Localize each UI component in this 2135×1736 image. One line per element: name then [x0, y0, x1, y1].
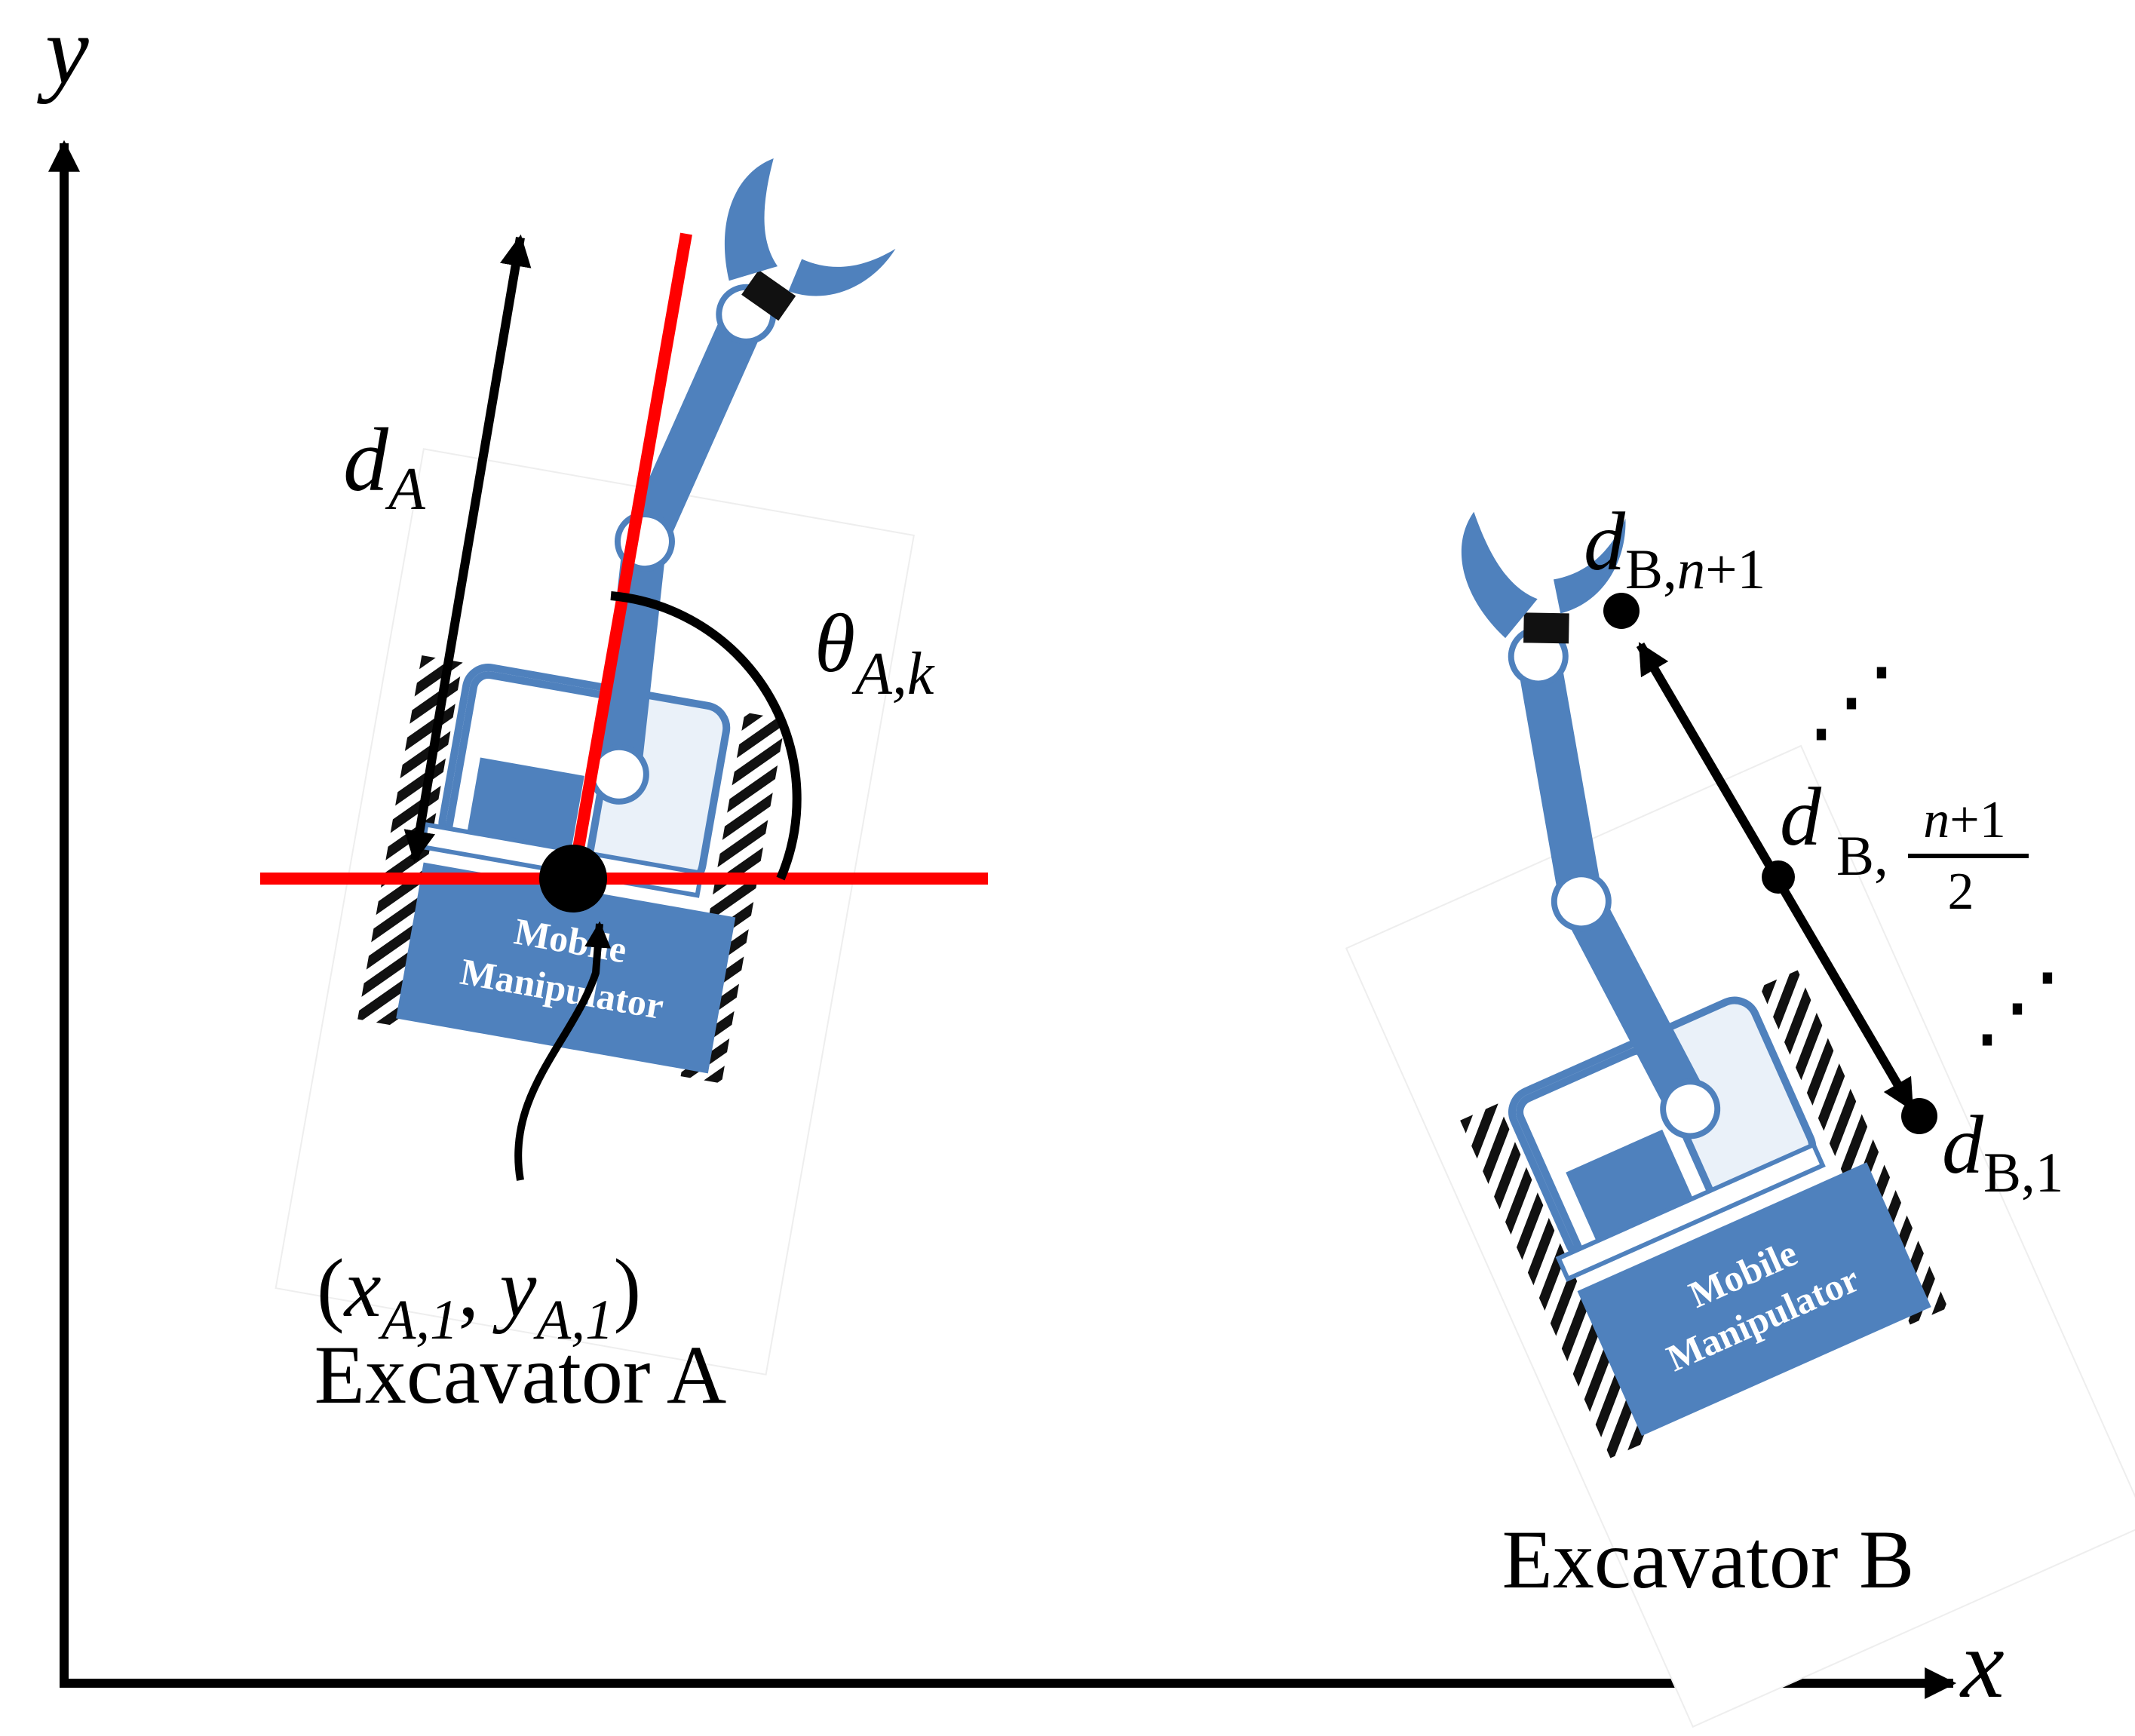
excavator-a-angle-label: θA,k	[814, 597, 935, 707]
excavator-a-distance-label: dA	[343, 409, 426, 523]
excavator-a: Mobile Manipulator dA θA,k (xA,1, yA,1) …	[260, 107, 988, 1421]
excavator-a-distance-arrow	[403, 234, 532, 863]
excavator-a-position-label: (xA,1, yA,1)	[317, 1242, 641, 1351]
excavator-a-robot: Mobile Manipulator	[276, 107, 974, 1374]
excavator-a-heading-line	[567, 232, 692, 880]
excavator-b-ellipsis-top: ⋰	[1806, 651, 1897, 751]
x-axis-label: x	[1959, 1610, 2005, 1719]
axes: y x	[37, 0, 2005, 1719]
excavator-b-label-mid: d B, n+1 2	[1780, 771, 2029, 921]
excavator-b-point-bottom	[1901, 1098, 1937, 1134]
excavator-b-point-mid	[1762, 860, 1795, 894]
excavator-b-ellipsis-bottom: ⋰	[1972, 956, 2063, 1057]
svg-text:d: d	[1780, 771, 1822, 863]
svg-text:B,: B,	[1836, 825, 1888, 888]
excavator-b-name: Excavator B	[1502, 1514, 1915, 1606]
excavator-a-position-pointer	[514, 921, 612, 1181]
excavator-b-label-bottom: dB,1	[1942, 1099, 2063, 1204]
excavator-b-robot: Mobile Manipulator	[1205, 429, 2135, 1727]
excavator-a-position-point	[539, 845, 607, 912]
excavator-a-name: Excavator A	[314, 1329, 727, 1421]
svg-text:n+1: n+1	[1923, 791, 2005, 849]
excavator-b: Mobile Manipulator dB,n+1 d B, n+1 2 ⋰ ⋰…	[1205, 429, 2135, 1727]
excavator-b-label-top: dB,n+1	[1584, 495, 1765, 601]
excavator-a-angle-arc	[610, 591, 802, 881]
y-axis-label: y	[37, 0, 89, 105]
svg-text:2: 2	[1948, 863, 1974, 921]
excavator-b-point-top	[1603, 593, 1640, 629]
